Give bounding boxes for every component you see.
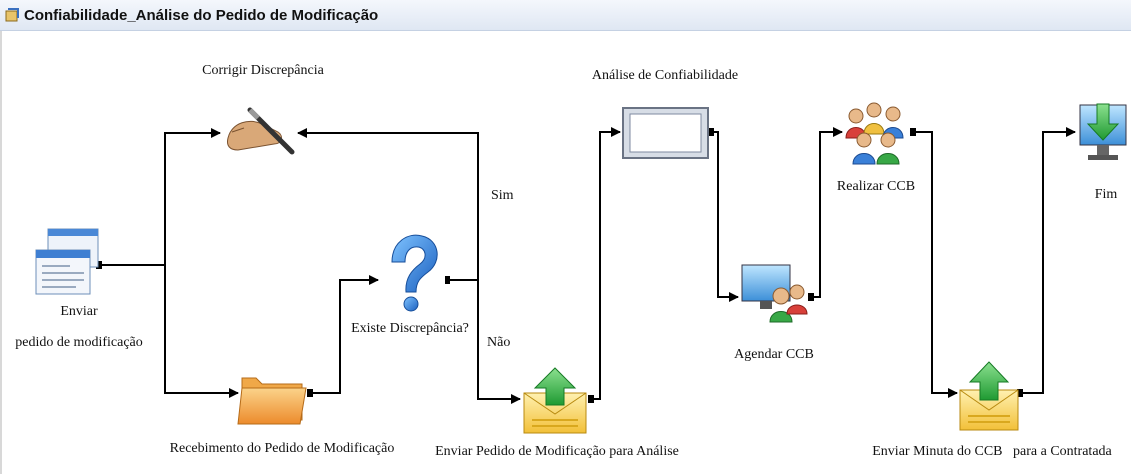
agendar-label: Agendar CCB bbox=[734, 347, 814, 362]
workflow-icon bbox=[4, 7, 20, 23]
enviar-pedido-icon[interactable] bbox=[35, 228, 99, 295]
enviar-label-line1: Enviar bbox=[60, 304, 98, 319]
edge-sim bbox=[297, 128, 479, 280]
minuta-label: Enviar Minuta do CCB para a Contratada bbox=[872, 444, 1112, 459]
recebimento-label: Recebimento do Pedido de Modificação bbox=[169, 441, 395, 456]
edge-to-minuta bbox=[912, 131, 958, 398]
edge-to-realizar bbox=[810, 127, 843, 298]
process-diagram bbox=[35, 102, 1127, 434]
people-group-icon[interactable] bbox=[845, 102, 904, 165]
title-bar: Confiabilidade_Análise do Pedido de Modi… bbox=[0, 0, 1131, 31]
fim-monitor-icon[interactable] bbox=[1079, 103, 1127, 160]
canvas-border bbox=[0, 31, 2, 474]
send-minuta-envelope-icon[interactable] bbox=[959, 361, 1019, 431]
sim-label: Sim bbox=[491, 188, 514, 203]
edge-recebimento-existe bbox=[310, 275, 379, 394]
edge-nao bbox=[477, 280, 521, 404]
send-envelope-icon[interactable] bbox=[523, 367, 587, 434]
monitor-people-icon[interactable] bbox=[741, 264, 808, 323]
analise-label: Análise de Confiabilidade bbox=[591, 68, 739, 83]
window-title: Confiabilidade_Análise do Pedido de Modi… bbox=[24, 6, 379, 24]
fim-label: Fim bbox=[1094, 187, 1118, 202]
port-markers bbox=[96, 128, 1023, 403]
edge-to-analise bbox=[592, 127, 621, 400]
existe-label: Existe Discrepância? bbox=[351, 321, 469, 336]
edge-to-corrigir bbox=[164, 128, 221, 265]
question-mark-icon[interactable] bbox=[391, 234, 438, 312]
realizar-label: Realizar CCB bbox=[836, 179, 916, 194]
connectors bbox=[100, 127, 1076, 404]
enviar-analise-label: Enviar Pedido de Modificação para Anális… bbox=[435, 444, 679, 459]
folder-icon[interactable] bbox=[237, 377, 307, 425]
corrigir-label: Corrigir Discrepância bbox=[202, 63, 324, 78]
enviar-label-line2: pedido de modificação bbox=[15, 335, 143, 350]
edge-to-agendar bbox=[710, 131, 739, 302]
edge-to-fim bbox=[1020, 127, 1076, 394]
edge-to-recebimento bbox=[164, 265, 239, 398]
analysis-window-icon[interactable] bbox=[622, 107, 709, 159]
hand-pen-icon[interactable] bbox=[227, 107, 295, 155]
nao-label: Não bbox=[487, 335, 511, 350]
